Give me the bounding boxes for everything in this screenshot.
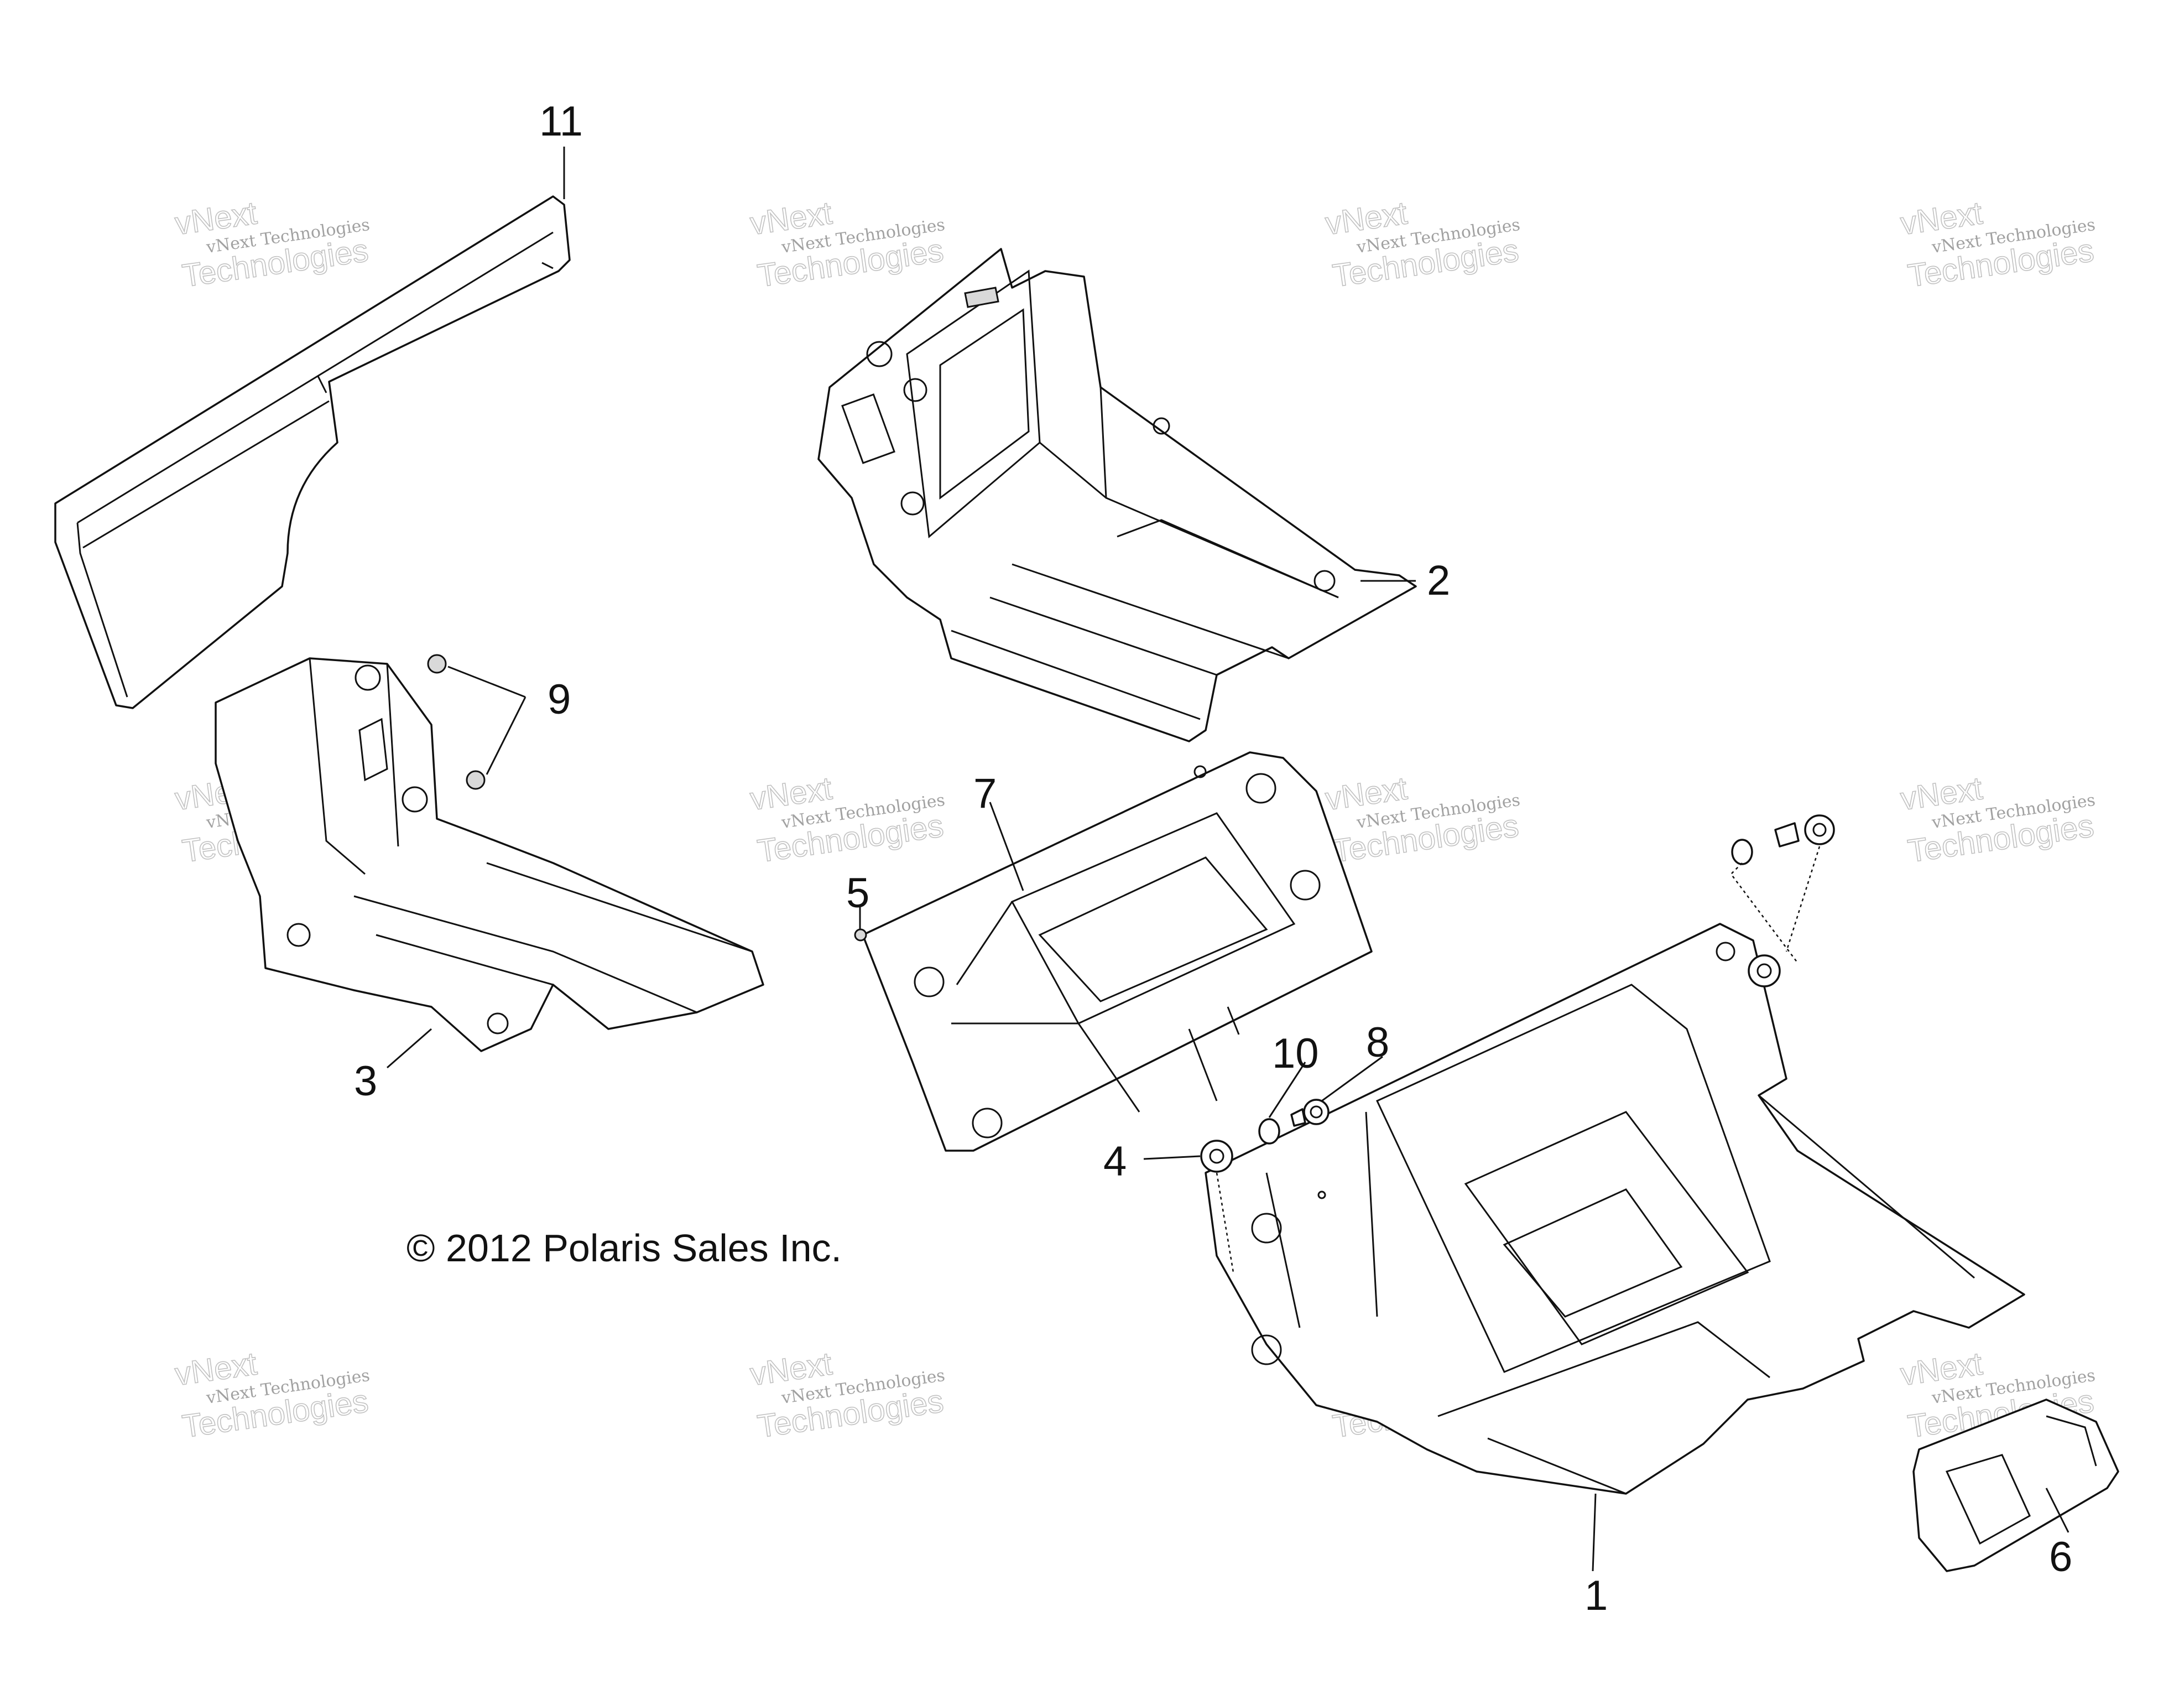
watermark: vNext vNext Technologies Technologies [173, 195, 371, 295]
grommet-4 [1200, 1140, 1233, 1173]
callout-5: 5 [846, 870, 869, 917]
callout-8: 8 [1366, 1019, 1389, 1066]
screw-9a [427, 654, 447, 674]
nut-5 [854, 928, 867, 942]
watermark: vNext vNext Technologies Technologies [748, 1345, 946, 1446]
callout-2: 2 [1427, 557, 1450, 604]
grommet-8 [1303, 1099, 1330, 1125]
callout-11: 11 [539, 98, 583, 145]
callouts: 1 2 3 4 5 6 7 8 9 10 11 [354, 98, 2072, 1619]
part-3-left-footwell [215, 657, 764, 1052]
watermark: vNext vNext Technologies Technologies [748, 770, 946, 870]
callout-6: 6 [2049, 1533, 2072, 1581]
watermark: vNext vNext Technologies Technologies [1898, 770, 2097, 870]
watermark: vNext vNext Technologies Technologies [173, 1345, 371, 1446]
callout-10: 10 [1272, 1030, 1319, 1077]
watermark: vNext vNext Technologies Technologies [1323, 770, 1521, 870]
callout-3: 3 [354, 1058, 377, 1105]
watermark: vNext vNext Technologies Technologies [748, 195, 946, 295]
part-7-center-panel [862, 751, 1373, 1152]
screw-9b [466, 770, 486, 790]
leader-lines [387, 147, 2070, 1572]
washer-10 [1258, 1118, 1280, 1145]
hardware [427, 654, 1835, 1273]
watermark: vNext vNext Technologies Technologies [1898, 195, 2097, 295]
part-2-footwell-bracket [817, 248, 1417, 742]
watermark: vNext vNext Technologies Technologies [1323, 195, 1521, 295]
callout-9: 9 [548, 676, 571, 723]
part-1-main-floor [1205, 923, 2025, 1495]
callout-7: 7 [973, 770, 997, 817]
part-11-side-panel [54, 195, 571, 709]
callout-1: 1 [1584, 1572, 1608, 1619]
copyright-text: © 2012 Polaris Sales Inc. [406, 1226, 842, 1270]
callout-4: 4 [1103, 1138, 1127, 1185]
part-6-cover [1912, 1399, 2119, 1572]
